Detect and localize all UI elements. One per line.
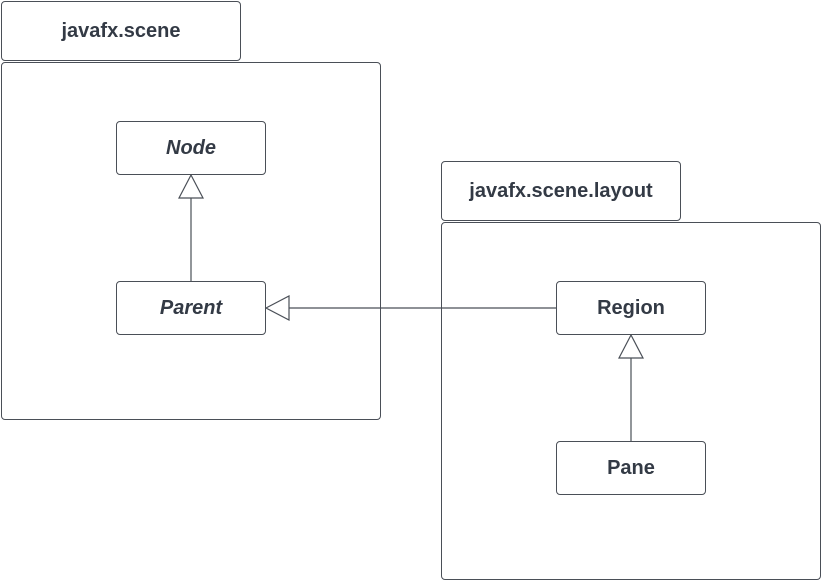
class-name-pane: Pane bbox=[607, 456, 655, 479]
package-name-javafx-scene-layout: javafx.scene.layout bbox=[469, 179, 653, 202]
class-name-node: Node bbox=[166, 136, 216, 159]
class-name-region: Region bbox=[597, 296, 665, 319]
class-region[interactable]: Region bbox=[556, 281, 706, 335]
class-name-parent: Parent bbox=[159, 296, 223, 319]
package-name-javafx-scene: javafx.scene bbox=[61, 19, 181, 42]
package-tab-javafx-scene: javafx.scene bbox=[1, 1, 241, 61]
class-node[interactable]: Node bbox=[116, 121, 266, 175]
generalization-arrowhead-region bbox=[618, 333, 644, 359]
class-pane[interactable]: Pane bbox=[556, 441, 706, 495]
generalization-arrowhead-node bbox=[178, 173, 204, 199]
package-tab-javafx-scene-layout: javafx.scene.layout bbox=[441, 161, 681, 221]
class-parent[interactable]: Parent bbox=[116, 281, 266, 335]
generalization-arrowhead-parent bbox=[264, 295, 290, 321]
